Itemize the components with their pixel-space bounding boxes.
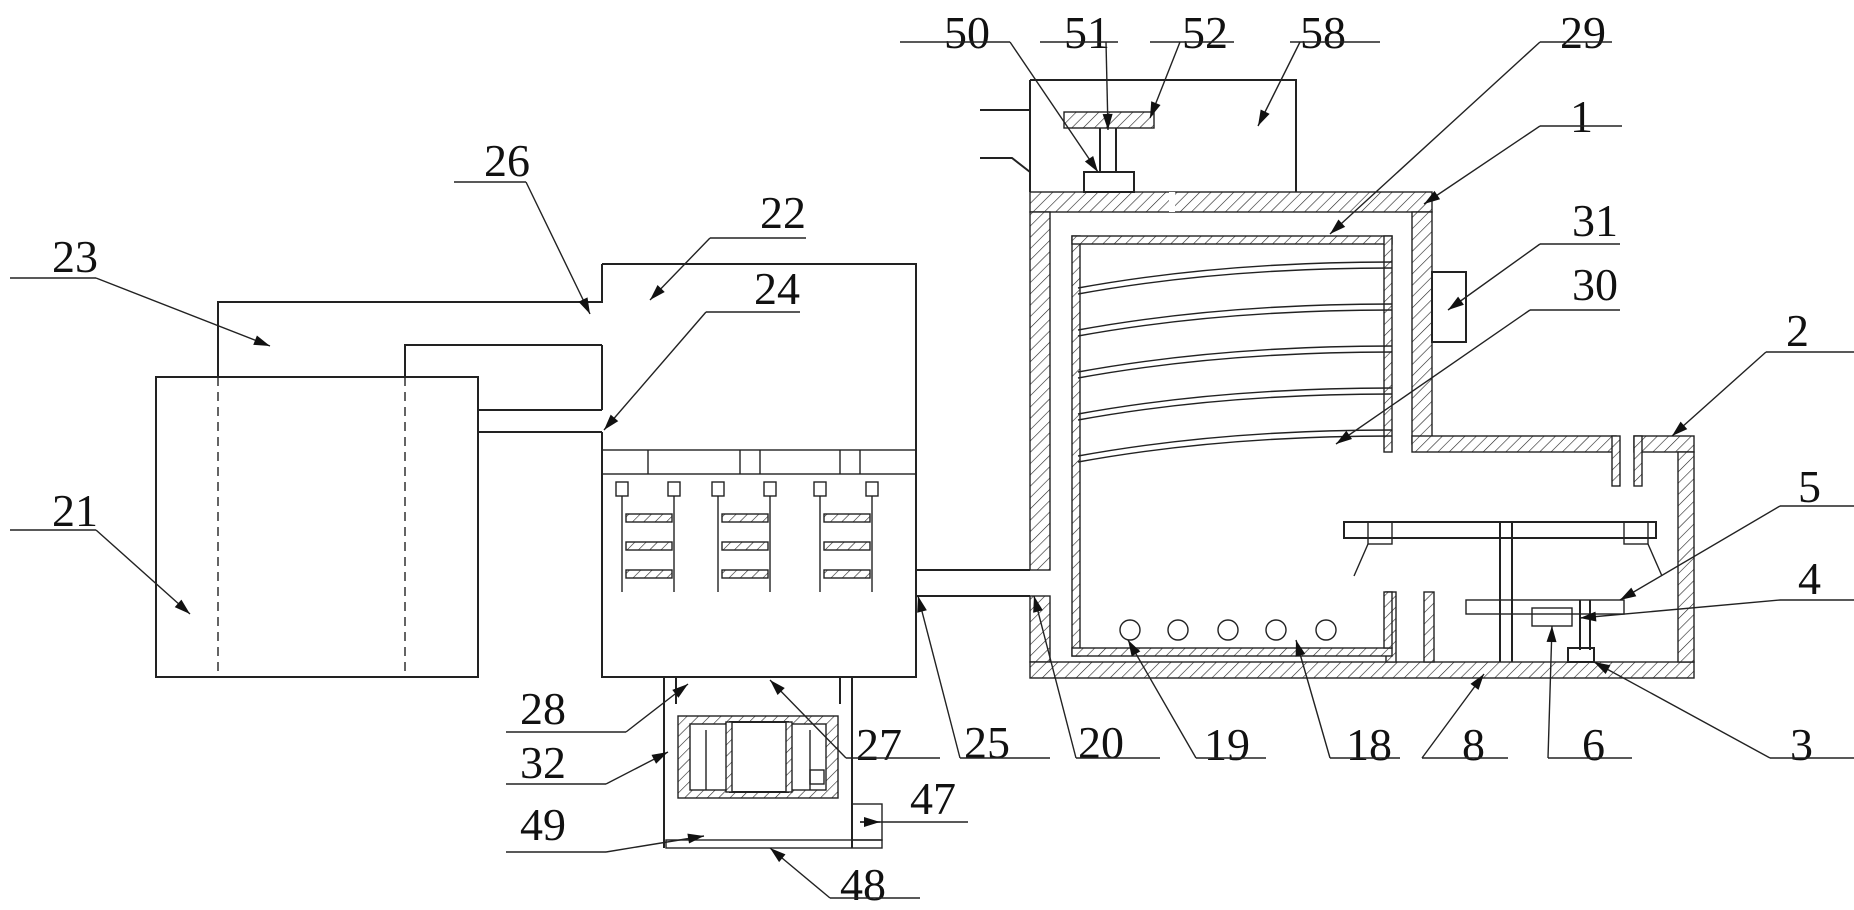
link-pipe <box>916 569 1030 597</box>
leader-arrowhead <box>1150 101 1161 118</box>
label-31: 31 <box>1572 195 1618 246</box>
label-18: 18 <box>1346 719 1392 770</box>
leader-arrowhead <box>604 414 619 430</box>
heating-coil <box>1077 261 1393 463</box>
leader-arrowhead <box>672 684 688 698</box>
label-47: 47 <box>910 773 956 824</box>
label-48: 48 <box>840 859 886 910</box>
agitator <box>1343 521 1663 663</box>
leader-arrowhead <box>1128 640 1141 657</box>
label-4: 4 <box>1798 553 1821 604</box>
leader-arrowhead <box>687 833 704 844</box>
connecting-pipe <box>217 264 603 677</box>
leader-arrowhead <box>1295 640 1306 657</box>
label-49: 49 <box>520 799 566 850</box>
leader-arrowhead <box>1546 626 1557 643</box>
label-20: 20 <box>1078 717 1124 768</box>
leader-arrowhead <box>1033 596 1043 613</box>
leader-arrowhead <box>1424 190 1441 204</box>
label-6: 6 <box>1582 719 1605 770</box>
reference-labels: 50 51 52 58 29 1 26 22 23 24 <box>10 7 1854 910</box>
label-25: 25 <box>964 717 1010 768</box>
leader-arrowhead <box>1330 219 1346 234</box>
leader-arrowhead <box>1084 155 1098 172</box>
label-51: 51 <box>1064 7 1110 58</box>
top-cap <box>980 79 1297 193</box>
label-1: 1 <box>1570 91 1593 142</box>
label-58: 58 <box>1300 7 1346 58</box>
leader-arrowhead <box>864 817 880 827</box>
leader-arrowhead <box>650 285 665 300</box>
filter-cartridges <box>615 481 879 592</box>
leader-arrowhead <box>1580 611 1597 622</box>
leader-arrowhead <box>174 599 190 614</box>
treatment-box <box>601 263 917 678</box>
label-30: 30 <box>1572 259 1618 310</box>
storage-tank <box>155 376 479 678</box>
leader-arrowhead <box>770 848 786 863</box>
leader-arrowhead <box>1594 662 1611 675</box>
label-24: 24 <box>754 263 800 314</box>
label-52: 52 <box>1182 7 1228 58</box>
lower-collector <box>663 677 883 849</box>
leader-arrowhead <box>917 596 927 613</box>
label-28: 28 <box>520 683 566 734</box>
leader-arrowhead <box>1672 421 1688 436</box>
label-8: 8 <box>1462 719 1485 770</box>
label-22: 22 <box>760 187 806 238</box>
leader-arrowhead <box>651 752 668 764</box>
leader-arrowhead <box>1470 674 1484 690</box>
side-motor <box>1431 271 1467 343</box>
label-19: 19 <box>1204 719 1250 770</box>
label-26: 26 <box>484 135 530 186</box>
label-32: 32 <box>520 737 566 788</box>
air-holes <box>1119 619 1337 641</box>
inner-drum <box>1071 235 1393 657</box>
label-21: 21 <box>52 485 98 536</box>
label-23: 23 <box>52 231 98 282</box>
leader-arrowhead <box>253 335 270 346</box>
label-3: 3 <box>1790 719 1813 770</box>
leader-arrowhead <box>1336 430 1353 444</box>
leader-arrowhead <box>1620 587 1637 600</box>
label-5: 5 <box>1798 461 1821 512</box>
leader-arrowhead <box>1102 113 1113 130</box>
label-29: 29 <box>1560 7 1606 58</box>
label-2: 2 <box>1786 305 1809 356</box>
leader-arrowhead <box>1258 109 1270 126</box>
label-27: 27 <box>856 719 902 770</box>
leader-arrowhead <box>1448 296 1464 310</box>
leader-arrowhead <box>578 297 590 314</box>
leader-arrowhead <box>770 680 785 695</box>
label-50: 50 <box>944 7 990 58</box>
